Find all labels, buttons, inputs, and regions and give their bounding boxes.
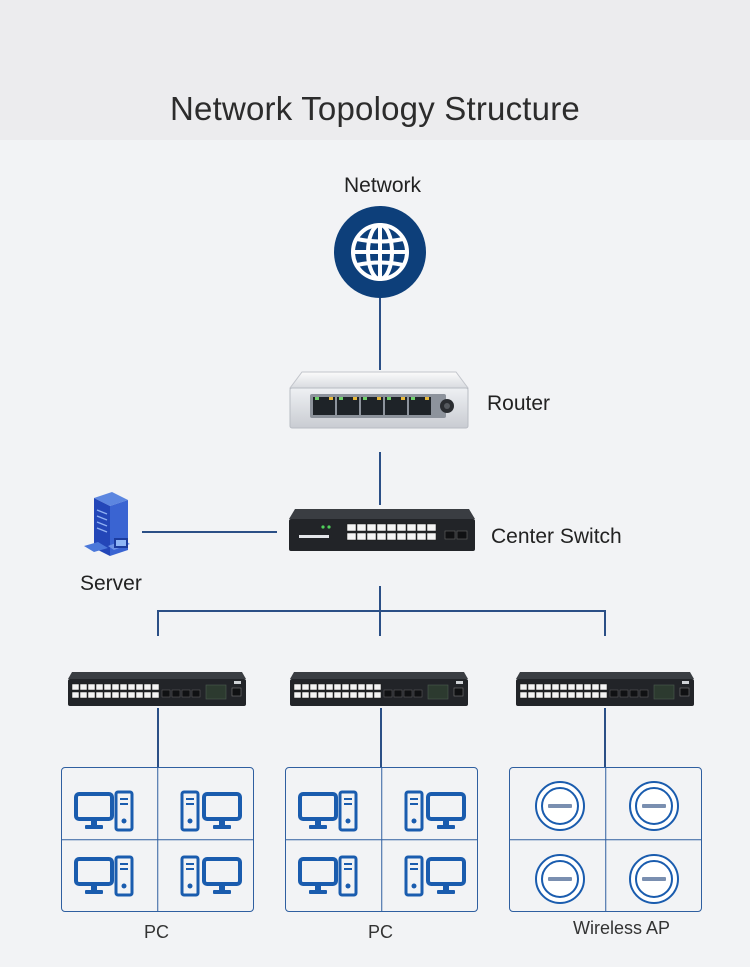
distribution-bus — [157, 610, 605, 612]
switch-icon — [66, 670, 248, 708]
switch-icon — [288, 670, 470, 708]
switch-icon — [514, 670, 696, 708]
server-label: Server — [80, 572, 142, 595]
group-label-3: Wireless AP — [573, 918, 671, 938]
server-icon — [80, 492, 136, 564]
link-server-switch — [142, 531, 277, 533]
wireless-ap-icon — [628, 853, 680, 905]
pc-icon — [404, 855, 466, 899]
pc-icon — [74, 790, 136, 834]
link-network-router — [379, 298, 381, 370]
pc-icon — [74, 855, 136, 899]
page-title: Network Topology Structure — [170, 90, 580, 127]
header-band — [0, 0, 750, 140]
globe-icon — [334, 206, 426, 298]
pc-icon — [298, 790, 360, 834]
wireless-ap-icon — [534, 853, 586, 905]
pc-icon — [404, 790, 466, 834]
link-switch2-group — [380, 708, 382, 768]
link-router-switch — [379, 452, 381, 505]
drop-2 — [379, 610, 381, 636]
link-switch1-group — [157, 708, 159, 768]
center-switch-label: Center Switch — [491, 525, 622, 548]
wireless-ap-icon — [628, 780, 680, 832]
drop-1 — [157, 610, 159, 636]
link-switch-distribution — [379, 586, 381, 611]
group-label-2: PC — [368, 922, 394, 942]
drop-3 — [604, 610, 606, 636]
switch-icon — [287, 507, 477, 553]
pc-icon — [298, 855, 360, 899]
network-label: Network — [344, 174, 422, 197]
router-icon — [288, 370, 470, 432]
link-switch3-group — [604, 708, 606, 768]
pc-icon — [180, 790, 242, 834]
router-label: Router — [487, 392, 551, 415]
group-label-1: PC — [144, 922, 170, 942]
pc-icon — [180, 855, 242, 899]
wireless-ap-icon — [534, 780, 586, 832]
